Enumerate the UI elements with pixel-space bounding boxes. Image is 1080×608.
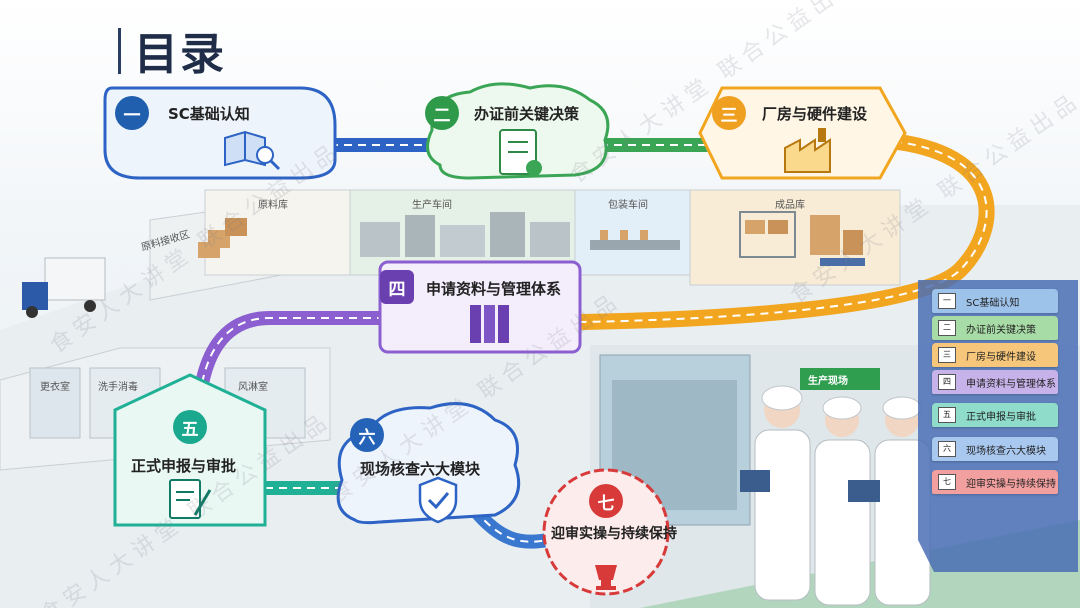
room-label-raw-storage: 原料库 bbox=[258, 200, 288, 211]
binders-icon bbox=[470, 305, 509, 343]
folder-tab-3-label: 厂房与硬件建设 bbox=[966, 351, 1036, 363]
folder-tab-3-num: 三 bbox=[938, 347, 956, 363]
folder-tab-4-num: 四 bbox=[938, 374, 956, 390]
stage-1-card bbox=[103, 86, 337, 180]
folder-tab-2[interactable]: 二办证前关键决策 bbox=[932, 316, 1058, 340]
folder-tab-1-label: SC基础认知 bbox=[966, 297, 1020, 309]
folder-tab-7-num: 七 bbox=[938, 474, 956, 490]
folder-tab-6-num: 六 bbox=[938, 441, 956, 457]
room-label-onsite: 生产现场 bbox=[808, 376, 848, 387]
folder-tab-1[interactable]: 一 SC基础认知 bbox=[932, 289, 1058, 313]
factory-icon bbox=[784, 128, 831, 173]
stage-3-card bbox=[698, 86, 907, 180]
folder-tab-7[interactable]: 七迎审实操与持续保持 bbox=[932, 470, 1058, 494]
folder-tab-6-label: 现场核查六大模块 bbox=[966, 445, 1046, 457]
stage-2-badge: 二 bbox=[425, 96, 459, 130]
folder-tab-4[interactable]: 四申请资料与管理体系 bbox=[932, 370, 1058, 394]
room-label-packaging: 包装车间 bbox=[608, 200, 648, 211]
folder-tab-2-num: 二 bbox=[938, 320, 956, 336]
folder-tab-3[interactable]: 三厂房与硬件建设 bbox=[932, 343, 1058, 367]
stage-4-label: 申请资料与管理体系 bbox=[426, 280, 562, 298]
page-title: 目录 bbox=[134, 29, 226, 80]
folder-tab-5-label: 正式申报与审批 bbox=[966, 411, 1036, 423]
title-accent-bar bbox=[118, 28, 121, 74]
stage-3-label: 厂房与硬件建设 bbox=[762, 105, 868, 123]
room-label-airshower: 风淋室 bbox=[238, 382, 268, 393]
stage-3-badge: 三 bbox=[712, 96, 746, 130]
folder-tab-5[interactable]: 五正式申报与审批 bbox=[932, 403, 1058, 427]
stage-1-badge: 一 bbox=[115, 96, 149, 130]
stage-7-label: 迎审实操与持续保持 bbox=[551, 526, 677, 542]
stage-7-badge: 七 bbox=[589, 484, 623, 518]
folder-tab-1-num: 一 bbox=[938, 293, 956, 309]
stage-6-label: 现场核查六大模块 bbox=[360, 460, 481, 478]
room-label-finished: 成品库 bbox=[775, 200, 805, 211]
folder-tab-5-num: 五 bbox=[938, 407, 956, 423]
stage-7-card bbox=[542, 468, 670, 596]
trophy-icon bbox=[595, 565, 617, 590]
stage-4-badge: 四 bbox=[380, 270, 414, 304]
stage-5-card bbox=[113, 373, 267, 527]
stage-5-badge: 五 bbox=[173, 410, 207, 444]
stage-6-badge: 六 bbox=[350, 418, 384, 452]
folder-tab-2-label: 办证前关键决策 bbox=[966, 324, 1036, 336]
stage-1-label: SC基础认知 bbox=[168, 105, 250, 123]
folder-tab-6[interactable]: 六现场核查六大模块 bbox=[932, 437, 1058, 461]
room-label-handwash: 洗手消毒 bbox=[98, 382, 138, 393]
stage-2-label: 办证前关键决策 bbox=[474, 105, 580, 123]
room-label-production: 生产车间 bbox=[412, 200, 452, 211]
checklist-clipboard-icon bbox=[499, 129, 542, 176]
room-label-changing: 更衣室 bbox=[40, 382, 70, 393]
stage-5-label: 正式申报与审批 bbox=[131, 457, 237, 475]
folder-tab-4-label: 申请资料与管理体系 bbox=[966, 378, 1056, 390]
folder-tab-7-label: 迎审实操与持续保持 bbox=[966, 478, 1056, 490]
form-pen-icon bbox=[169, 479, 212, 519]
book-magnifier-icon bbox=[224, 130, 281, 171]
shield-check-icon bbox=[418, 476, 458, 524]
